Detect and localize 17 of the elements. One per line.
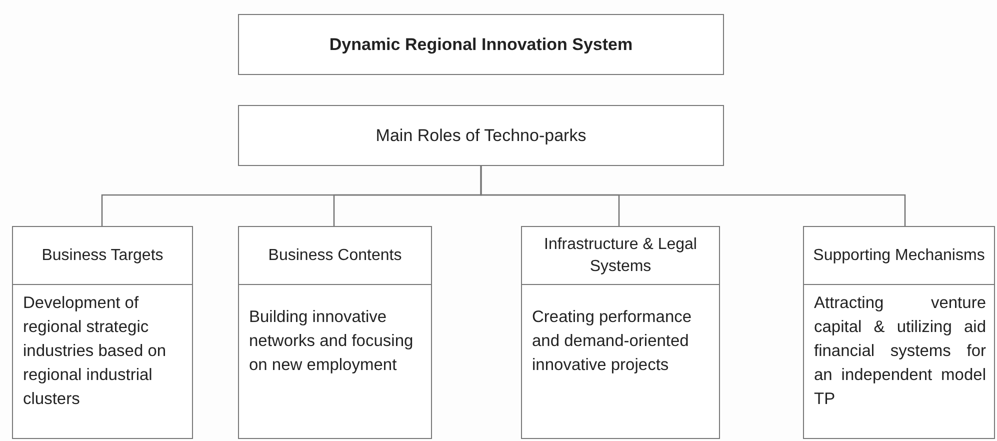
category-box [521, 226, 720, 439]
process-box [238, 105, 724, 166]
box-label: Main Roles of Techno-parks [376, 126, 586, 146]
description-text: Attracting venture capital & utilizing aid financial systems for an independent model TP [814, 293, 986, 410]
connector-line [480, 166, 906, 226]
category-box [803, 226, 995, 439]
description-text: Development of regional strategic industries based on regional industrial clusters [23, 293, 168, 410]
title-box [238, 14, 724, 75]
header-text: Business Contents [268, 246, 402, 266]
header-text: Business Targets [42, 246, 164, 266]
category-box [12, 226, 193, 439]
title-text: Dynamic Regional Innovation System [329, 34, 633, 54]
header-text: Supporting Mechanisms [813, 246, 985, 266]
description-text: Building innovative networks and focusing on new employment [249, 307, 414, 376]
description-text: Creating performance and demand-oriented innovative projects [532, 307, 693, 376]
header-text: Infrastructure & Legal Systems [543, 234, 698, 276]
category-box [238, 226, 432, 439]
